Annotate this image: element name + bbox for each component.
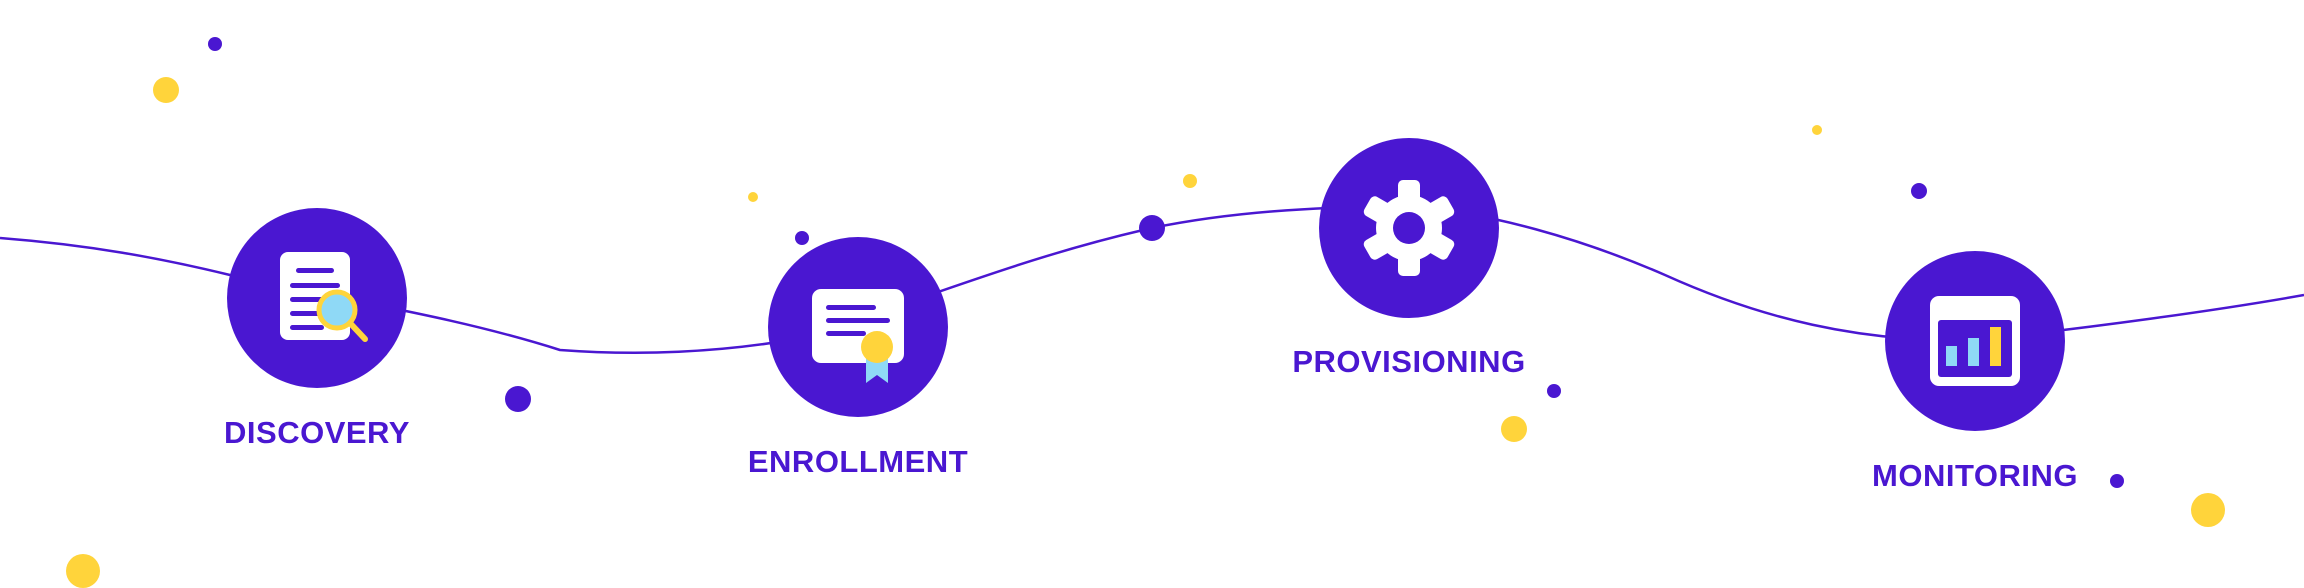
- decorative-dot: [1911, 183, 1927, 199]
- decorative-dots: [66, 37, 2225, 588]
- certificate-icon: [812, 289, 904, 383]
- decorative-dot: [795, 231, 809, 245]
- decorative-dot: [1547, 384, 1561, 398]
- dashboard-chart-icon: [1930, 296, 2020, 386]
- step-enrollment-label: ENROLLMENT: [747, 444, 969, 479]
- decorative-dot: [1812, 125, 1822, 135]
- decorative-dot: [66, 554, 100, 588]
- step-provisioning: [1319, 138, 1499, 318]
- decorative-dot: [1139, 215, 1165, 241]
- step-enrollment: [768, 237, 948, 417]
- step-provisioning-label: PROVISIONING: [1292, 344, 1526, 379]
- step-monitoring-label: MONITORING: [1872, 458, 2078, 493]
- decorative-dot: [1183, 174, 1197, 188]
- decorative-dot: [1501, 416, 1527, 442]
- step-discovery-label: DISCOVERY: [224, 415, 410, 450]
- gear-icon: [1363, 180, 1455, 276]
- step-discovery: [227, 208, 407, 388]
- document-search-icon: [280, 252, 368, 342]
- step-monitoring: [1885, 251, 2065, 431]
- decorative-dot: [2191, 493, 2225, 527]
- decorative-dot: [748, 192, 758, 202]
- decorative-dot: [153, 77, 179, 103]
- decorative-dot: [2110, 474, 2124, 488]
- decorative-dot: [208, 37, 222, 51]
- decorative-dot: [505, 386, 531, 412]
